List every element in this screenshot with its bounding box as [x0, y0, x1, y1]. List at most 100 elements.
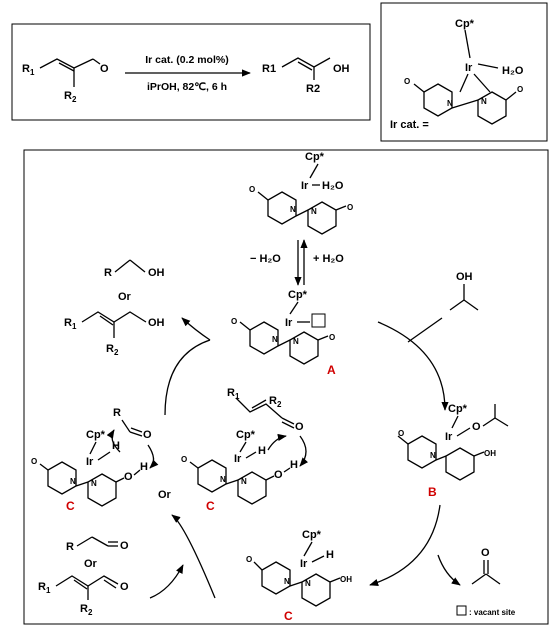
svg-text:N: N	[430, 451, 436, 460]
svg-text:H₂O: H₂O	[502, 65, 524, 77]
svg-text:R2: R2	[80, 603, 93, 617]
plus-water: + H₂O	[313, 253, 344, 265]
or-middle: Or	[158, 489, 172, 501]
svg-text:N: N	[70, 477, 76, 486]
vacant-site-square	[311, 313, 326, 328]
svg-text:O: O	[120, 581, 129, 593]
svg-text:R1: R1	[64, 317, 77, 331]
svg-text:Ir: Ir	[445, 431, 453, 443]
svg-text:Or: Or	[118, 291, 132, 303]
svg-text:O: O	[143, 429, 152, 441]
label-b: B	[428, 485, 437, 499]
svg-text:O: O	[31, 457, 37, 466]
svg-text:H: H	[112, 440, 120, 452]
svg-text:R: R	[113, 407, 121, 419]
complex-c-bottom: Cp* Ir H N N O OH	[246, 529, 352, 607]
arrow-cycle-left	[164, 339, 211, 416]
substrates-bottom: R O Or R1 O R2	[38, 536, 129, 617]
svg-text:O: O	[249, 185, 255, 194]
svg-text:H: H	[140, 461, 148, 473]
svg-text:R2: R2	[306, 83, 320, 95]
arrow-acetone-out	[437, 554, 461, 586]
label-c-middle: C	[206, 499, 215, 513]
svg-text:N: N	[272, 335, 278, 344]
svg-text:O: O	[398, 429, 404, 438]
svg-text:Cp*: Cp*	[302, 529, 322, 541]
arrow-substrate-in	[149, 564, 184, 599]
svg-text:N: N	[290, 205, 296, 214]
svg-text:Cp*: Cp*	[288, 289, 308, 301]
svg-text:Ir: Ir	[300, 558, 308, 570]
svg-text:OH: OH	[484, 449, 496, 458]
svg-text:OH: OH	[333, 63, 350, 75]
acetone: O	[471, 547, 501, 585]
legend-text: : vacant site	[469, 608, 516, 617]
svg-text:H: H	[290, 459, 298, 471]
svg-text:O: O	[481, 547, 490, 559]
legend-square	[456, 605, 467, 616]
svg-text:N: N	[311, 207, 317, 216]
svg-text:R2: R2	[64, 90, 77, 104]
svg-text:N: N	[241, 477, 247, 486]
svg-text:O: O	[472, 421, 481, 433]
label-a: A	[327, 363, 336, 377]
svg-text:N: N	[447, 99, 453, 108]
svg-text:Cp*: Cp*	[305, 151, 325, 163]
svg-text:R1: R1	[38, 581, 51, 595]
svg-text:R2: R2	[106, 343, 119, 357]
svg-text:O: O	[347, 203, 353, 212]
complex-c-left: Cp* Ir H R O N N O O H	[31, 407, 159, 507]
product-allyl-alcohol: R1 R2 OH	[262, 57, 350, 95]
svg-text:Cp*: Cp*	[236, 429, 256, 441]
minus-water: − H₂O	[250, 253, 281, 265]
svg-text:Ir: Ir	[234, 453, 242, 465]
svg-text:OH: OH	[340, 575, 352, 584]
complex-b: Cp* Ir O N O OH	[397, 403, 509, 481]
svg-text:N: N	[305, 579, 311, 588]
label-c-left: C	[66, 499, 75, 513]
arrow-isopropanol-in	[407, 317, 443, 343]
svg-text:H: H	[326, 549, 334, 561]
isopropanol: OH	[449, 271, 479, 311]
svg-text:N: N	[91, 479, 97, 488]
svg-text:N: N	[220, 475, 226, 484]
svg-text:O: O	[329, 333, 335, 342]
svg-text:O: O	[181, 455, 187, 464]
svg-text:R2: R2	[269, 395, 282, 409]
svg-text:Ir: Ir	[465, 62, 473, 74]
svg-text:R1: R1	[262, 63, 276, 75]
svg-text:O: O	[295, 421, 304, 433]
svg-text:O: O	[274, 469, 283, 481]
catalyst-box	[380, 2, 548, 142]
svg-text:O: O	[120, 540, 129, 552]
products-top: R OH Or R1 OH R2	[64, 259, 165, 357]
svg-text:H: H	[258, 445, 266, 457]
arrow-products-out	[181, 317, 211, 341]
svg-text:R1: R1	[22, 63, 35, 77]
svg-text:Ir: Ir	[285, 317, 293, 329]
svg-text:N: N	[293, 337, 299, 346]
svg-text:OH: OH	[456, 271, 473, 283]
arrow-a-to-b	[377, 321, 449, 411]
complex-c-middle: R1 R2 O Cp* Ir H N N O O H	[181, 387, 309, 505]
cycle-box	[23, 149, 549, 625]
svg-text:OH: OH	[148, 267, 165, 279]
catalyst-label: Ir cat. =	[390, 119, 429, 131]
svg-text:R1: R1	[227, 387, 240, 401]
catalyst-structure: Cp* Ir H₂O N N O O	[404, 18, 524, 125]
svg-text:O: O	[517, 85, 523, 94]
label-c-bottom: C	[284, 609, 293, 623]
reaction-box	[11, 23, 371, 121]
reactant-enal: R1 R2 O	[22, 58, 109, 104]
svg-text:Ir: Ir	[301, 180, 309, 192]
svg-text:N: N	[481, 97, 487, 106]
svg-text:O: O	[404, 77, 410, 86]
svg-text:OH: OH	[148, 317, 165, 329]
svg-text:H₂O: H₂O	[322, 180, 344, 192]
svg-text:O: O	[124, 471, 133, 483]
svg-text:Or: Or	[84, 558, 98, 570]
complex-aqua: Cp* Ir H₂O N N O O	[249, 151, 353, 235]
svg-text:Cp*: Cp*	[455, 18, 475, 30]
